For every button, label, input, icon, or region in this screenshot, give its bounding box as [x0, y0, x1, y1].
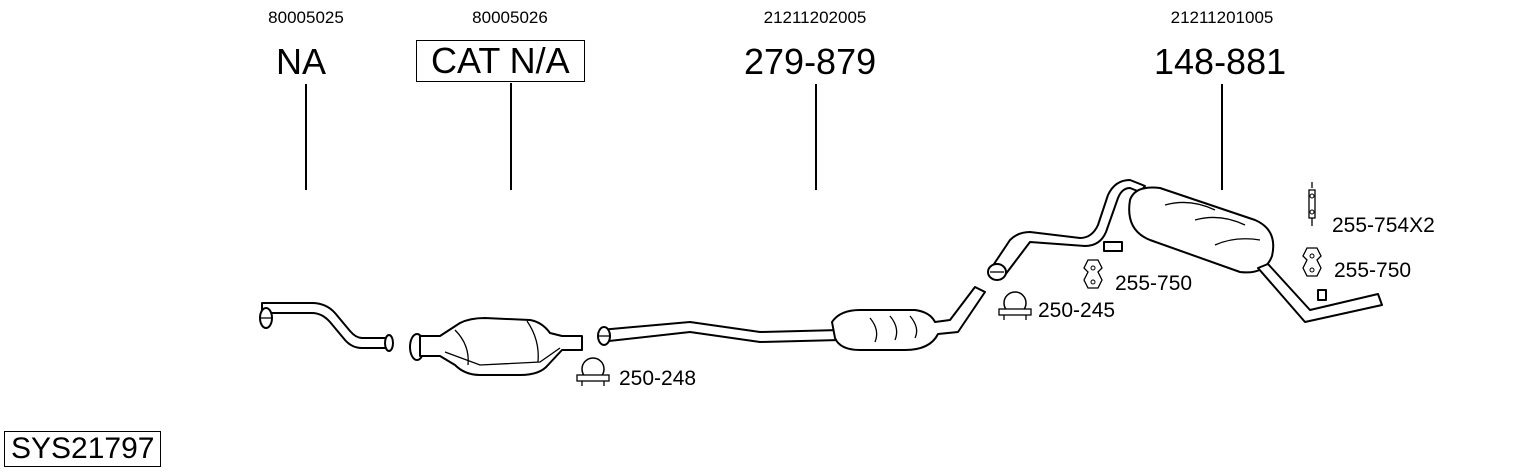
catalytic-converter-drawing[interactable] — [409, 317, 583, 376]
oe-number-catalytic-converter: 80005026 — [472, 8, 548, 27]
rear-silencer-drawing[interactable] — [987, 179, 1383, 323]
system-id-label: SYS21797 — [4, 431, 162, 467]
part-number-catalytic-converter[interactable]: CAT N/A — [416, 40, 585, 82]
accessory-label-mount-255-750-a[interactable]: 255-750 — [1115, 272, 1193, 295]
middle-silencer-drawing[interactable] — [597, 286, 986, 351]
oe-number-front-pipe: 80005025 — [268, 8, 344, 27]
clamp-icon — [998, 291, 1032, 320]
leader-line-middle-silencer — [815, 84, 817, 190]
front-pipe-drawing[interactable] — [259, 302, 394, 352]
accessory-label-mount-255-750-b[interactable]: 255-750 — [1334, 259, 1412, 282]
leader-line-rear-silencer — [1221, 84, 1223, 190]
accessory-label-clamp-250-248[interactable]: 250-248 — [619, 367, 697, 390]
accessory-label-clamp-250-245[interactable]: 250-245 — [1038, 299, 1116, 322]
rubber-mount-icon — [1302, 247, 1322, 277]
rubber-mount-icon — [1083, 259, 1103, 289]
hanger-icon — [1308, 182, 1316, 226]
part-number-front-pipe[interactable]: NA — [276, 41, 327, 82]
part-number-rear-silencer[interactable]: 148-881 — [1154, 41, 1287, 82]
part-number-middle-silencer[interactable]: 279-879 — [744, 41, 877, 82]
clamp-icon — [576, 357, 610, 386]
leader-line-catalytic-converter — [510, 83, 512, 190]
oe-number-rear-silencer: 21211201005 — [1170, 8, 1274, 27]
accessory-label-hanger-255-754x2[interactable]: 255-754X2 — [1332, 214, 1435, 237]
leader-line-front-pipe — [305, 84, 307, 190]
oe-number-middle-silencer: 21211202005 — [763, 8, 867, 27]
